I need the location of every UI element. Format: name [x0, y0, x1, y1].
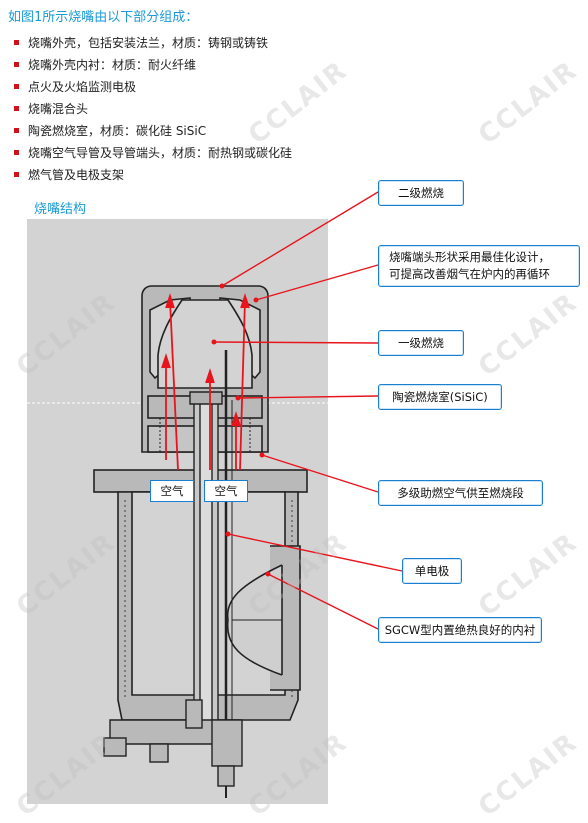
bullet-icon	[14, 128, 19, 133]
section-title: 烧嘴结构	[34, 202, 87, 217]
bullet-icon	[14, 172, 19, 177]
bullet-icon	[14, 150, 19, 155]
component-list: 烧嘴外壳，包括安装法兰，材质：铸钢或铸铁 烧嘴外壳内衬：材质：耐火纤维 点火及火…	[14, 34, 292, 188]
list-item: 烧嘴混合头	[14, 100, 292, 122]
gas-tube	[189, 350, 233, 760]
callout-single-electrode: 单电极	[402, 558, 462, 584]
air-label-left: 空气	[150, 480, 194, 502]
leader-lines	[213, 191, 403, 630]
list-item: 烧嘴空气导管及导管端头，材质：耐热钢或碳化硅	[14, 144, 292, 166]
callout-insulated-lining: SGCW型内置绝热良好的内衬	[378, 617, 542, 643]
bullet-icon	[14, 40, 19, 45]
page-heading: 如图1所示烧嘴由以下部分组成：	[8, 10, 199, 25]
air-label-right: 空气	[204, 480, 248, 502]
callout-multistage-air: 多级助燃空气供至燃烧段	[378, 480, 543, 506]
bullet-icon	[14, 106, 19, 111]
list-item: 燃气管及电极支架	[14, 166, 292, 188]
list-item: 烧嘴外壳内衬：材质：耐火纤维	[14, 56, 292, 78]
side-port	[226, 545, 301, 691]
leader-dots	[211, 283, 271, 577]
callout-nozzle-shape: 烧嘴端头形状采用最佳化设计， 可提高改善烟气在炉内的再循环	[378, 245, 580, 287]
callout-primary-combustion: 一级燃烧	[378, 330, 464, 356]
bullet-icon	[14, 62, 19, 67]
flow-arrows	[161, 293, 250, 471]
nozzle-head	[141, 285, 269, 453]
callout-secondary-combustion: 二级燃烧	[378, 180, 464, 206]
callout-ceramic-chamber: 陶瓷燃烧室(SiSiC)	[378, 384, 502, 410]
base-fittings	[103, 699, 243, 798]
list-item: 陶瓷燃烧室，材质：碳化硅 SiSiC	[14, 122, 292, 144]
list-item: 点火及火焰监测电极	[14, 78, 292, 100]
list-item: 烧嘴外壳，包括安装法兰，材质：铸钢或铸铁	[14, 34, 292, 56]
bullet-icon	[14, 84, 19, 89]
